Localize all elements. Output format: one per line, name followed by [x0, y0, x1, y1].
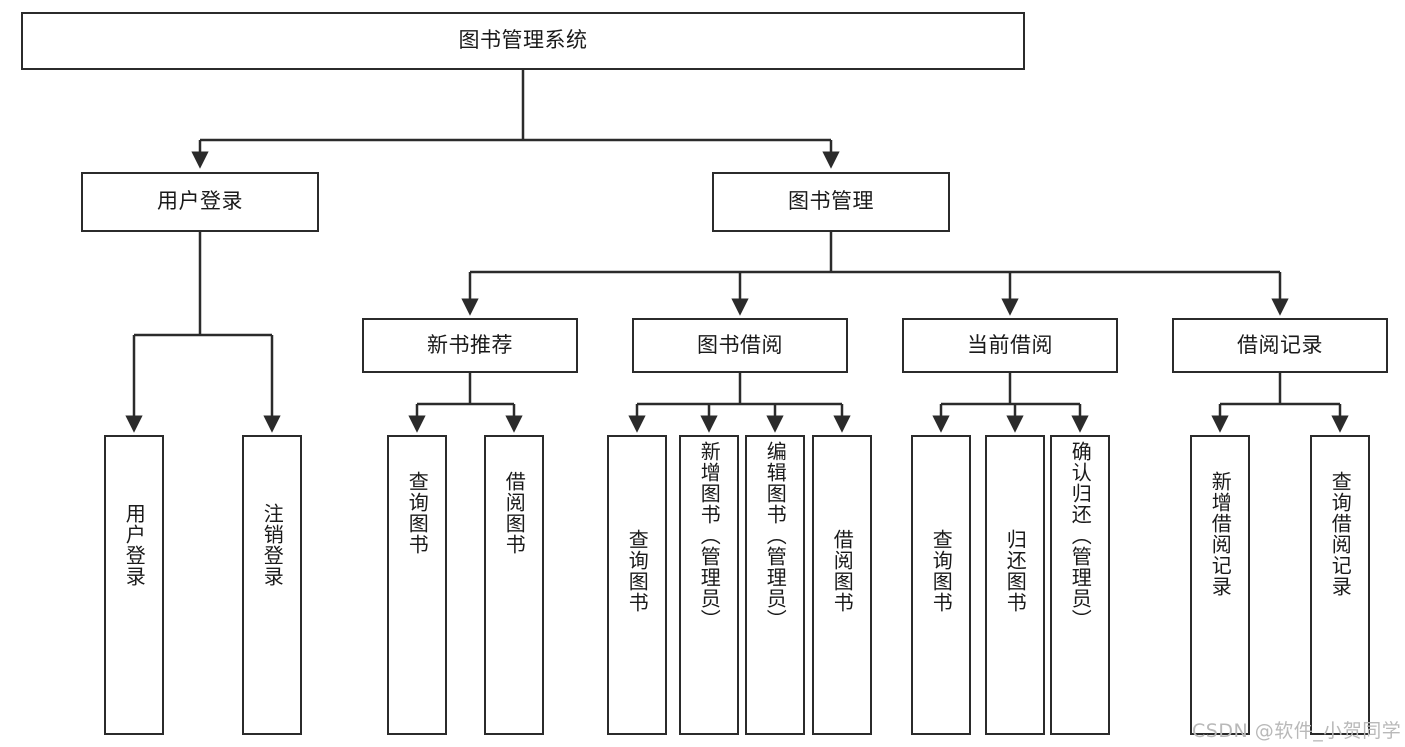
node-borrow-record[interactable]: 借阅记录 [1172, 318, 1388, 373]
leaf-node[interactable]: 归还图书 [985, 435, 1045, 735]
leaf-node-label: 注销登录 [260, 503, 285, 587]
leaf-node-label: 用户登录 [122, 503, 147, 587]
leaf-node-label: 借阅图书 [830, 529, 855, 613]
leaf-node-label: 确认归还（管理员） [1068, 441, 1093, 630]
leaf-node[interactable]: 新增借阅记录 [1190, 435, 1250, 735]
leaf-node[interactable]: 借阅图书 [484, 435, 544, 735]
leaf-node[interactable]: 查询借阅记录 [1310, 435, 1370, 735]
node-user-login-label: 用户登录 [157, 189, 243, 214]
node-current-borrow-label: 当前借阅 [967, 332, 1053, 357]
node-book-management[interactable]: 图书管理 [712, 172, 950, 232]
leaf-node[interactable]: 用户登录 [104, 435, 164, 735]
node-borrow-record-label: 借阅记录 [1237, 332, 1323, 357]
node-book-borrow-label: 图书借阅 [697, 332, 783, 357]
leaf-node-label: 查询图书 [405, 471, 430, 555]
leaf-node[interactable]: 确认归还（管理员） [1050, 435, 1110, 735]
leaf-node-label: 新增借阅记录 [1208, 471, 1233, 597]
node-root-label: 图书管理系统 [458, 28, 588, 53]
leaf-node[interactable]: 编辑图书（管理员） [745, 435, 805, 735]
node-new-book-recommend[interactable]: 新书推荐 [362, 318, 578, 373]
node-book-borrow[interactable]: 图书借阅 [632, 318, 848, 373]
leaf-node-label: 新增图书（管理员） [697, 441, 722, 630]
leaf-node[interactable]: 查询图书 [387, 435, 447, 735]
leaf-node-label: 借阅图书 [502, 471, 527, 555]
leaf-node-label: 查询图书 [625, 529, 650, 613]
node-new-book-recommend-label: 新书推荐 [427, 332, 513, 357]
leaf-node[interactable]: 新增图书（管理员） [679, 435, 739, 735]
leaf-node[interactable]: 查询图书 [607, 435, 667, 735]
node-current-borrow[interactable]: 当前借阅 [902, 318, 1118, 373]
leaf-node[interactable]: 查询图书 [911, 435, 971, 735]
node-user-login[interactable]: 用户登录 [81, 172, 319, 232]
node-book-management-label: 图书管理 [788, 189, 874, 214]
node-root[interactable]: 图书管理系统 [21, 12, 1025, 70]
leaf-node-label: 编辑图书（管理员） [763, 441, 788, 630]
leaf-node-label: 查询借阅记录 [1328, 471, 1353, 597]
watermark-text: CSDN @软件_小贺同学 [1192, 720, 1402, 742]
leaf-node[interactable]: 借阅图书 [812, 435, 872, 735]
leaf-node-label: 归还图书 [1003, 529, 1028, 613]
leaf-node[interactable]: 注销登录 [242, 435, 302, 735]
leaf-node-label: 查询图书 [929, 529, 954, 613]
